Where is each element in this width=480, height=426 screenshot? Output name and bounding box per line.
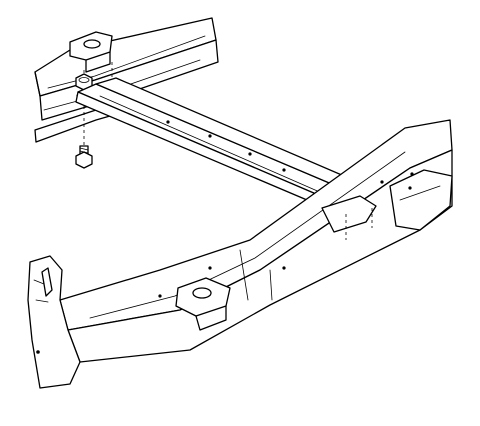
frame-left-end (27, 255, 81, 389)
upper-rail-bracket (69, 31, 113, 73)
frame-right-end (389, 169, 453, 231)
crossmember (75, 77, 373, 215)
lower-attachment-bracket (321, 195, 377, 240)
lower-frame-boss (175, 277, 231, 331)
crossmember-holes (166, 120, 286, 172)
lower-frame-rail (59, 119, 453, 363)
bolt-icon (75, 145, 93, 169)
